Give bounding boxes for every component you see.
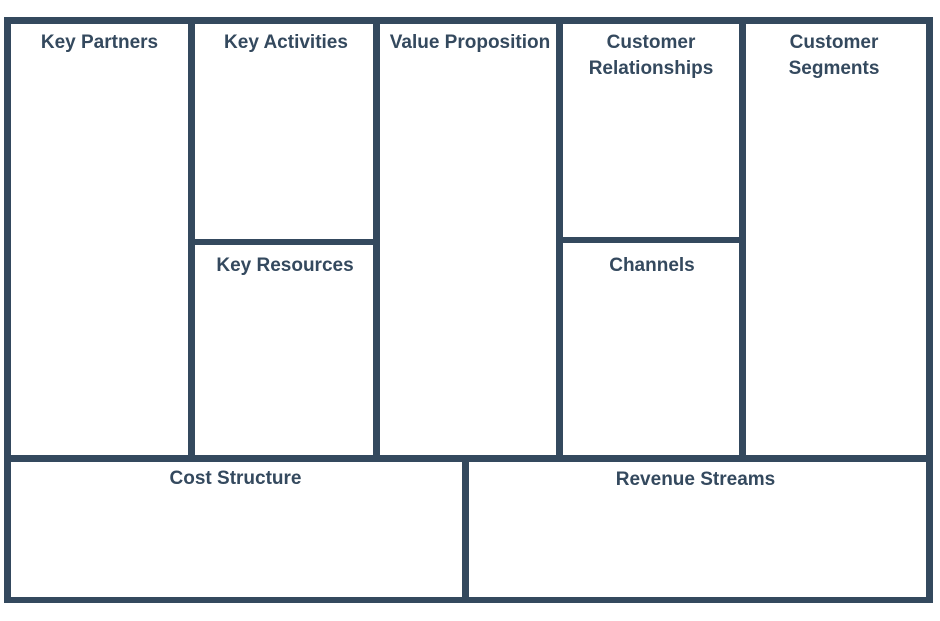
cost-structure-title: Cost Structure — [169, 468, 302, 489]
key-activities-title: Key Activities — [224, 32, 348, 53]
outer-border-left — [4, 17, 11, 603]
key-partners-block[interactable]: Key Partners — [11, 24, 188, 455]
divider-cost-revenue — [462, 459, 469, 601]
divider-activities-value — [373, 17, 380, 459]
customer-segments-title: Customer Segments — [788, 32, 880, 79]
key-activities-block[interactable]: Key Activities — [195, 24, 373, 239]
cost-structure-block[interactable]: Cost Structure — [11, 462, 462, 597]
outer-border-top — [4, 17, 933, 24]
key-resources-block[interactable]: Key Resources — [195, 245, 373, 455]
divider-partners-activities — [188, 17, 195, 459]
divider-activities-resources — [191, 239, 377, 245]
divider-upper-lower — [4, 455, 933, 462]
divider-relationships-channels — [559, 237, 743, 243]
customer-segments-block[interactable]: Customer Segments — [746, 24, 926, 455]
channels-block[interactable]: Channels — [563, 243, 739, 455]
value-proposition-title: Value Proposition — [389, 32, 551, 53]
revenue-streams-block[interactable]: Revenue Streams — [469, 462, 926, 597]
customer-relationships-title: Customer Relationships — [588, 32, 714, 79]
value-proposition-block[interactable]: Value Proposition — [380, 24, 556, 455]
key-resources-title: Key Resources — [216, 255, 354, 276]
customer-relationships-block[interactable]: Customer Relationships — [563, 24, 739, 237]
key-partners-title: Key Partners — [40, 32, 159, 53]
revenue-streams-title: Revenue Streams — [615, 469, 776, 490]
outer-border-right — [926, 17, 933, 603]
channels-title: Channels — [609, 255, 695, 276]
